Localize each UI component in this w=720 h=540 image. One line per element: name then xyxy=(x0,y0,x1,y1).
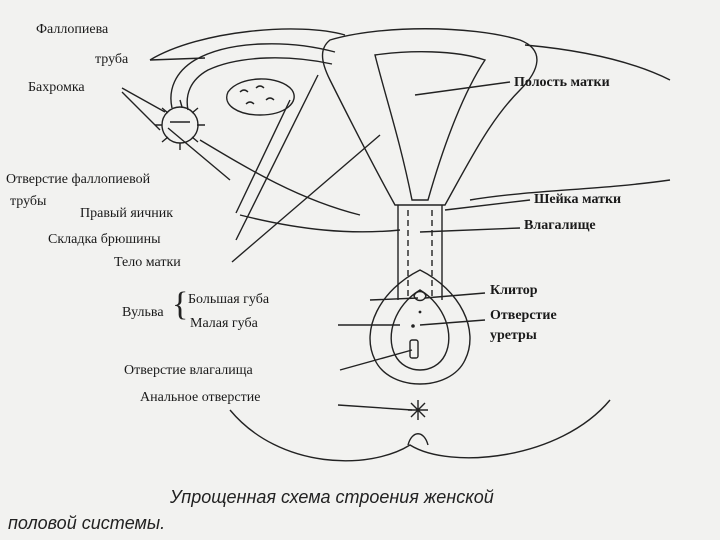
anus-shape xyxy=(408,400,428,445)
label-urethra-opening-1: Отверстие xyxy=(490,308,557,324)
fimbria-shape xyxy=(155,100,205,150)
uterus-outline xyxy=(323,29,537,205)
ovary-shape xyxy=(227,79,294,115)
labia-majora xyxy=(370,270,470,384)
label-fimbria: Бахромка xyxy=(28,80,85,96)
label-vaginal-opening: Отверстие влагалища xyxy=(124,363,253,379)
label-labia-minora: Малая губа xyxy=(190,316,258,332)
buttocks-outline xyxy=(230,400,610,461)
label-vagina: Влагалище xyxy=(524,218,596,234)
caption-line-2: половой системы. xyxy=(8,513,165,534)
uterine-cavity xyxy=(375,52,485,200)
label-peritoneum-fold: Складка брюшины xyxy=(48,232,161,248)
label-labia-majora: Большая губа xyxy=(188,292,269,308)
label-clitoris: Клитор xyxy=(490,283,538,299)
label-fallopian-tube-2: труба xyxy=(95,52,128,68)
fallopian-tube xyxy=(171,44,335,108)
label-right-ovary: Правый яичник xyxy=(80,206,173,222)
vulva-brace: { xyxy=(172,288,188,322)
label-fallopian-tube-1: Фаллопиева xyxy=(36,22,108,38)
label-uterus-body: Тело матки xyxy=(114,255,181,271)
label-anal-opening: Анальное отверстие xyxy=(140,390,260,406)
label-vulva: Вульва xyxy=(122,305,164,321)
label-uterine-cavity: Полость матки xyxy=(514,75,610,91)
label-cervix: Шейка матки xyxy=(534,192,621,208)
label-fallopian-opening-1: Отверстие фаллопиевой xyxy=(6,172,150,188)
caption-line-1: Упрощенная схема строения женской xyxy=(170,487,494,508)
label-urethra-opening-2: уретры xyxy=(490,328,537,344)
label-fallopian-opening-2: трубы xyxy=(10,194,46,210)
labia-minora xyxy=(391,290,449,370)
vagina-canal xyxy=(398,205,442,300)
